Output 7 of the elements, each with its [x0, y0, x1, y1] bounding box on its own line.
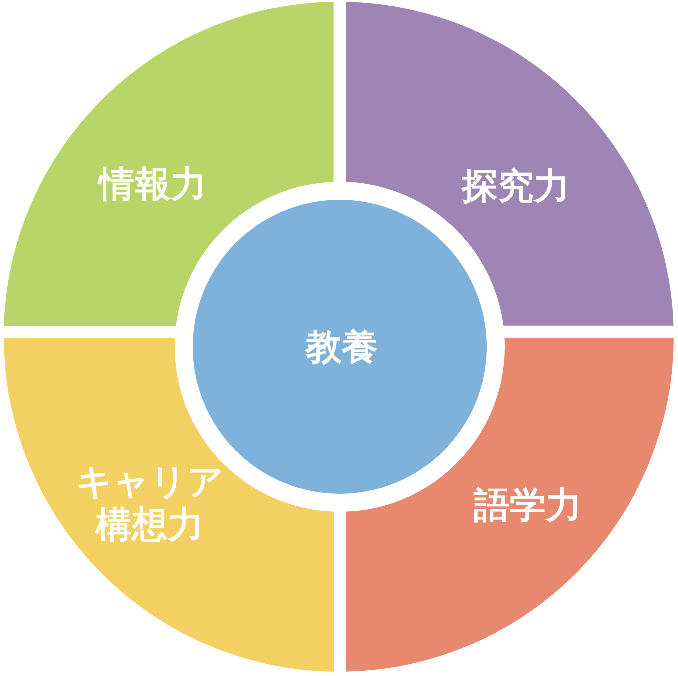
segment-label: 情報力	[98, 163, 207, 207]
segment-label: 語学力	[474, 484, 582, 528]
ring-segment	[346, 2, 674, 326]
ring-segment	[4, 2, 334, 326]
segment-label: キャリア構想力	[74, 460, 225, 548]
segment-label: 探究力	[462, 165, 570, 209]
center-label: 教養	[306, 326, 378, 370]
